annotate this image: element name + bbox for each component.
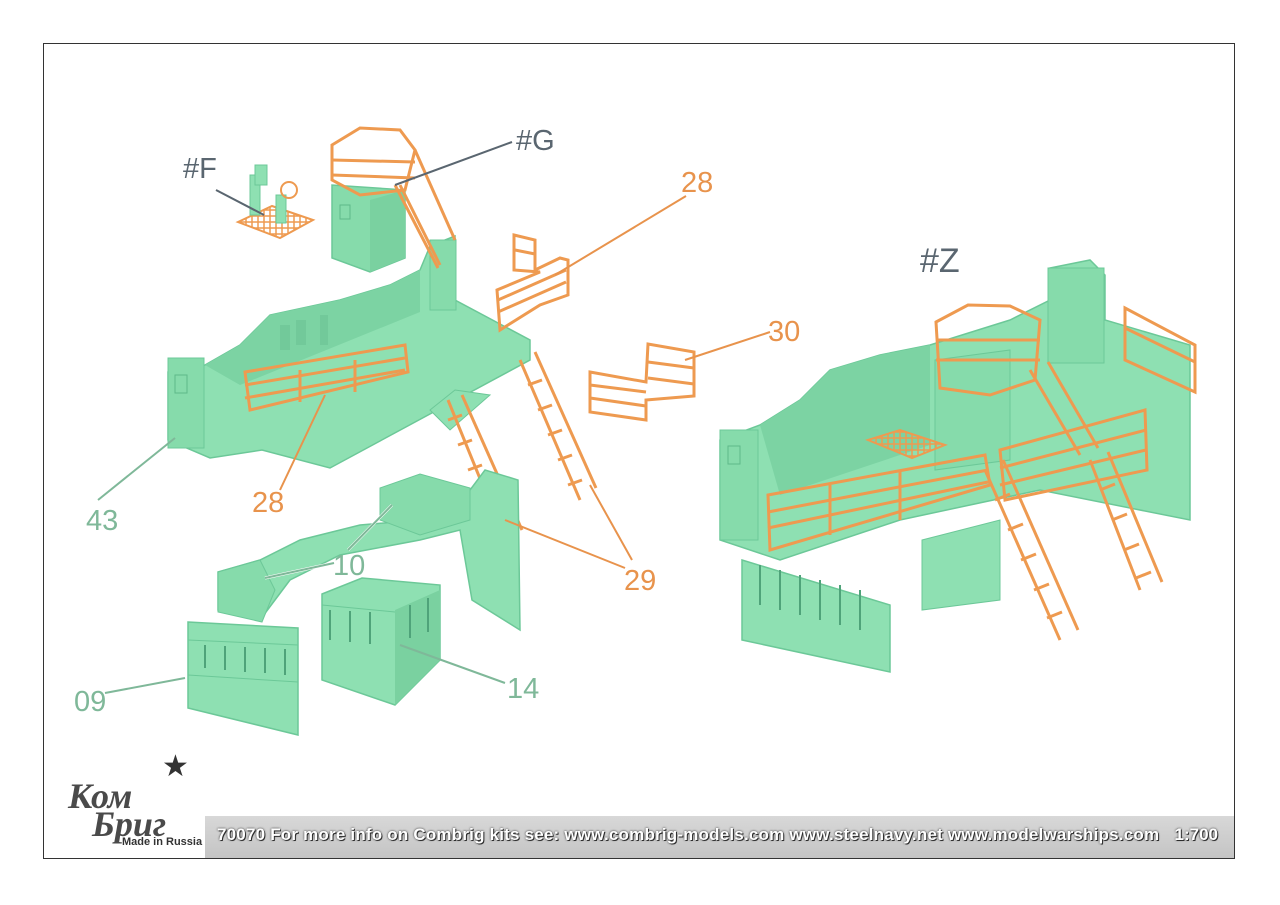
part-G-upper-tower xyxy=(331,184,406,273)
scale-label: 1:700 xyxy=(1174,825,1218,844)
label-G: #G xyxy=(516,125,555,157)
logo-text-line2: Бриг xyxy=(92,804,167,844)
part-28-railing-top xyxy=(495,233,570,333)
label-30: 30 xyxy=(768,316,800,348)
label-09: 09 xyxy=(74,686,106,718)
made-in-russia: Made in Russia xyxy=(122,836,203,848)
label-28-bottom: 28 xyxy=(252,487,284,519)
leader-lines xyxy=(97,141,771,694)
railings-left-assembly xyxy=(243,126,457,412)
combrig-logo: ★ Ком Бриг Made in Russia xyxy=(66,752,206,852)
label-Z: #Z xyxy=(920,242,960,280)
footer-bar: 70070 For more info on Combrig kits see:… xyxy=(205,816,1234,858)
label-14: 14 xyxy=(507,673,539,705)
part-43-bridge-deck xyxy=(167,234,531,469)
part-F-helm-assembly xyxy=(235,164,316,240)
label-43: 43 xyxy=(86,505,118,537)
part-14-lower-box xyxy=(321,577,441,706)
label-28-top: 28 xyxy=(681,167,713,199)
label-F: #F xyxy=(183,153,217,185)
railings-Z-assembly xyxy=(766,303,1197,641)
label-10: 10 xyxy=(333,550,365,582)
part-09-lower-front xyxy=(187,621,299,736)
logo-text-line1: Ком xyxy=(68,776,133,816)
label-29: 29 xyxy=(624,565,656,597)
part-30-railing xyxy=(588,342,696,422)
part-10-lower-wall xyxy=(217,469,521,632)
footer-info-text: 70070 For more info on Combrig kits see:… xyxy=(217,825,1160,844)
star-icon: ★ xyxy=(162,750,189,783)
